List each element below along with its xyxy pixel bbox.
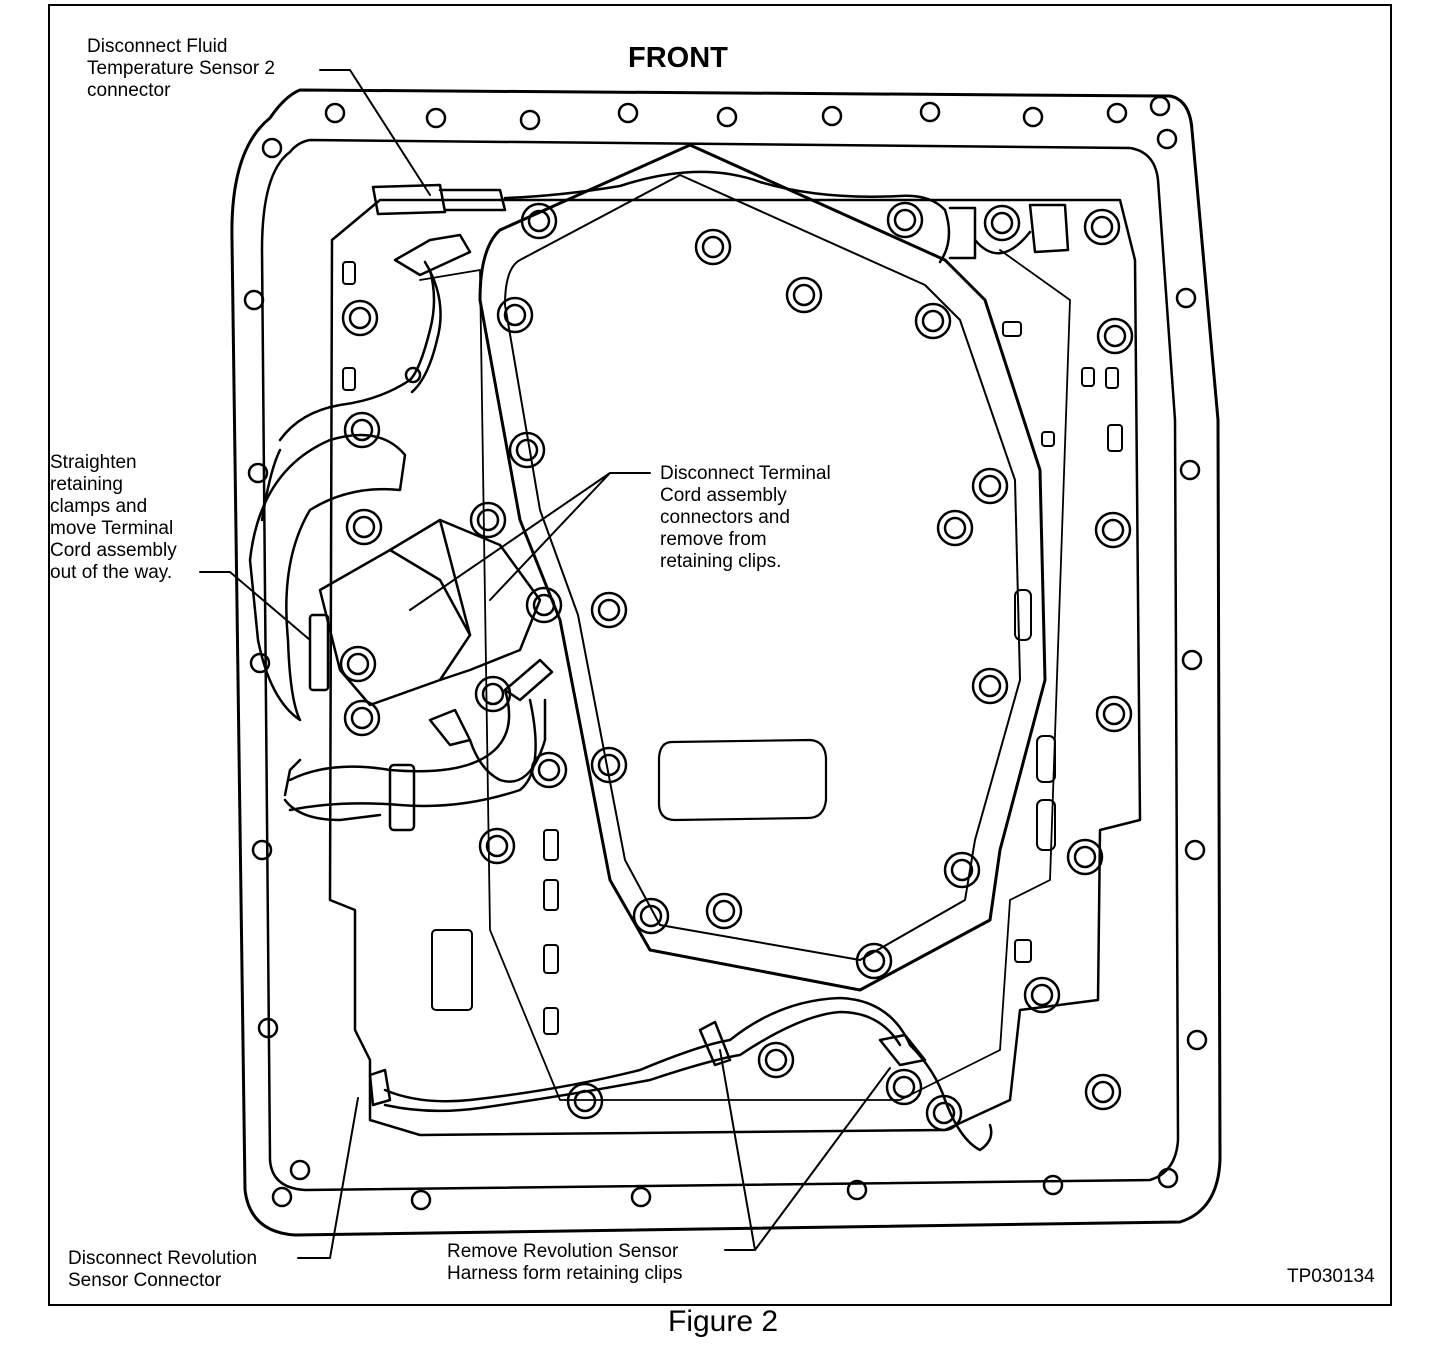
- valve-body-outline: [328, 198, 1142, 1137]
- pan-inner-outline: [260, 138, 1180, 1192]
- callout-revolution-sensor-connector: Disconnect Revolution Sensor Connector: [68, 1248, 258, 1291]
- valve-body-slots: [342, 261, 1123, 1035]
- valve-body-bolts: [339, 201, 1134, 1132]
- callout-terminal-cord-clamps: Straighten retaining clamps and move Ter…: [50, 452, 177, 583]
- callout-leaders: [199, 69, 891, 1259]
- callout-terminal-cord-connectors: Disconnect Terminal Cord assembly connec…: [660, 463, 831, 572]
- terminal-cord-assembly: [248, 433, 554, 832]
- callout-revolution-sensor-harness: Remove Revolution Sensor Harness form re…: [447, 1241, 683, 1284]
- fluid-temp-sensor-connector: [278, 170, 1070, 442]
- pan-outer-outline: [230, 88, 1222, 1237]
- inspection-window: [657, 738, 828, 822]
- gasket-bolt-holes: [243, 95, 1208, 1211]
- separator-plate: [478, 143, 1047, 992]
- revolution-sensor-harness: [368, 996, 993, 1152]
- front-heading: FRONT: [628, 42, 728, 74]
- callout-fluid-temp-sensor: Disconnect Fluid Temperature Sensor 2 co…: [87, 36, 275, 101]
- figure-caption: Figure 2: [668, 1305, 779, 1338]
- figure-code: TP030134: [1287, 1266, 1375, 1287]
- separator-plate-inner: [504, 174, 1021, 961]
- valve-body-inner: [419, 249, 1071, 1101]
- figure-frame: [48, 4, 1392, 1306]
